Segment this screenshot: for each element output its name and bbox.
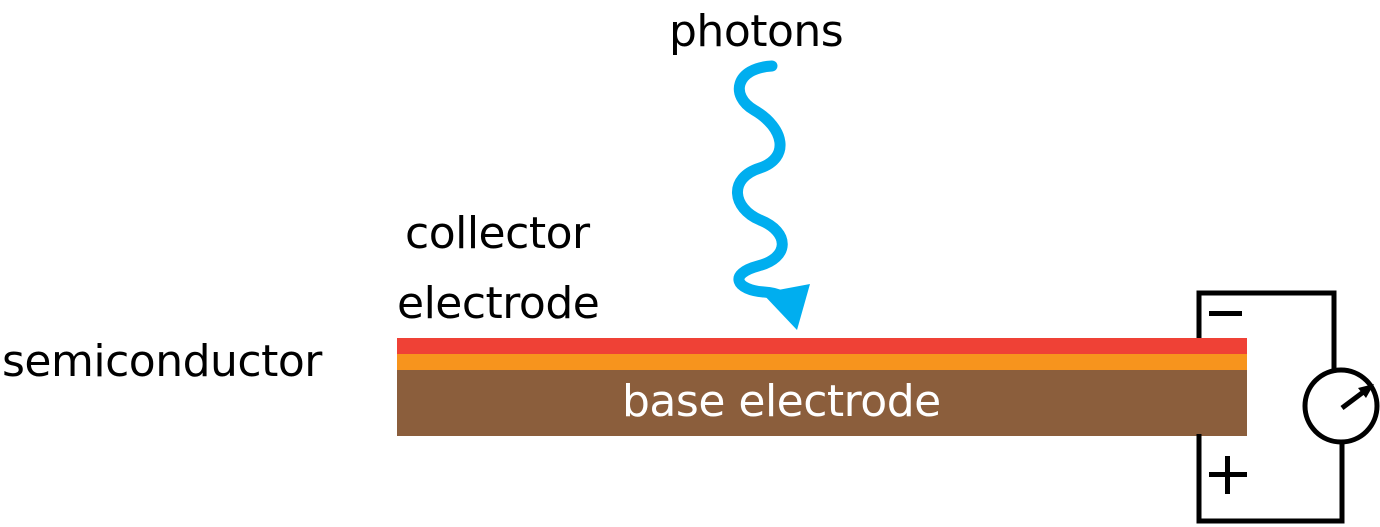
photon-wave-icon xyxy=(732,60,810,330)
collector-label-line2: electrode xyxy=(397,278,600,329)
meter-icon xyxy=(1302,367,1380,445)
base-electrode-layer xyxy=(397,368,1247,436)
top-wire xyxy=(1196,290,1337,370)
collector-electrode-layer xyxy=(397,338,1247,354)
plus-sign-icon xyxy=(1209,456,1247,494)
collector-label-line1: collector xyxy=(405,208,590,259)
minus-sign-icon xyxy=(1209,311,1242,316)
base-electrode-label: base electrode xyxy=(622,376,941,427)
bottom-wire xyxy=(1196,434,1345,524)
semiconductor-layer xyxy=(397,353,1247,370)
photons-label: photons xyxy=(669,6,844,57)
semiconductor-label: semiconductor xyxy=(2,336,322,387)
meter-needle-arrowhead-icon xyxy=(1358,384,1374,398)
photon-arrowhead-icon xyxy=(762,284,810,330)
